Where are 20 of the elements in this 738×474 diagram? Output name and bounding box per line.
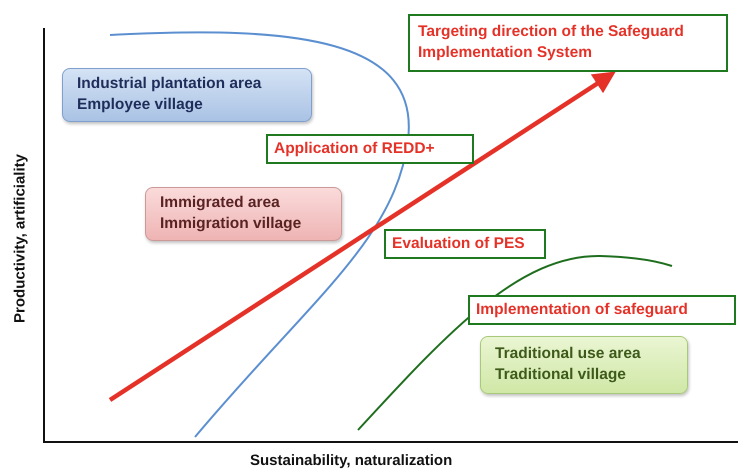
- box-text: Traditional use area: [495, 344, 642, 364]
- area-box: [62, 68, 312, 122]
- label-box: [468, 295, 736, 325]
- box-text: Application of REDD+: [274, 138, 436, 159]
- area-box: [480, 336, 688, 394]
- box-text: Immigrated area: [160, 193, 281, 214]
- box-text: Implementation of safeguard: [476, 300, 689, 320]
- box-text: Targeting direction of the Safeguard Implementation System: [418, 22, 685, 63]
- label-box: [384, 229, 546, 259]
- arrow: [108, 72, 616, 402]
- label-box: [408, 14, 728, 72]
- axis-title: Productivity, artificiality: [12, 153, 28, 325]
- box-text: Traditional village: [495, 365, 627, 385]
- area-box: [145, 187, 342, 241]
- box-text: Immigration village: [160, 214, 302, 234]
- box-text: Employee village: [77, 95, 204, 115]
- axis-title: Sustainability, naturalization: [250, 452, 452, 469]
- box-text: Evaluation of PES: [392, 234, 526, 254]
- box-text: Industrial plantation area: [77, 74, 262, 94]
- label-box: [266, 134, 474, 164]
